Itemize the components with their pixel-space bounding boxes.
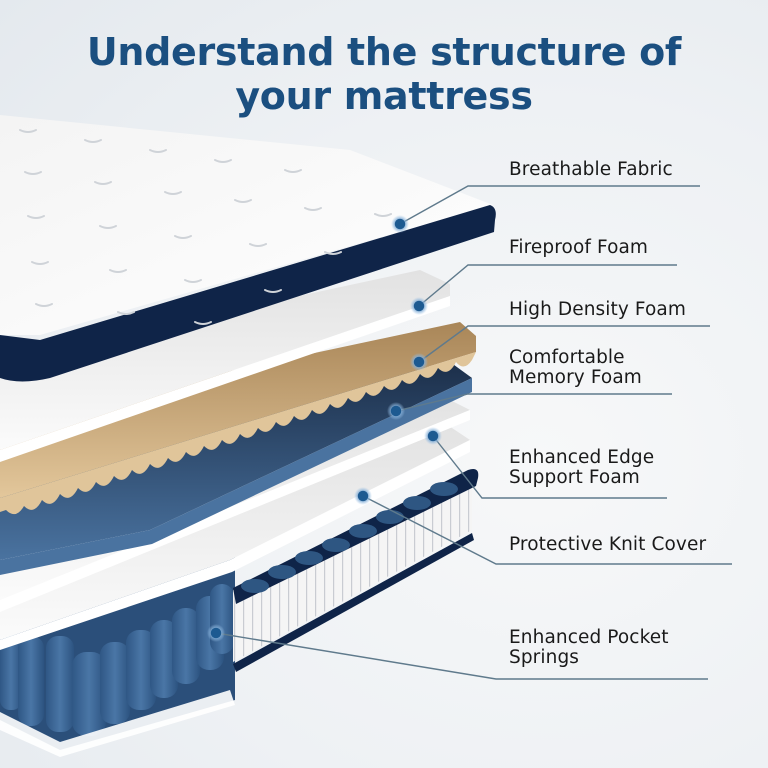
breathable-fabric-top-layer	[0, 115, 496, 382]
marker-dot-memory-foam	[387, 402, 405, 420]
leader-lines	[215, 185, 732, 680]
label-enhanced-pocket-springs: Enhanced Pocket Springs	[509, 628, 669, 668]
marker-dot-pocket-springs	[207, 624, 225, 642]
title-line-1: Understand the structure of	[86, 30, 682, 74]
marker-dot-knit-cover	[354, 487, 372, 505]
label-protective-knit-cover: Protective Knit Cover	[509, 535, 706, 555]
high-density-foam-layer	[0, 322, 476, 515]
label-line: Breathable Fabric	[509, 159, 673, 180]
label-line: Support Foam	[509, 467, 640, 488]
label-line: Fireproof Foam	[509, 237, 649, 258]
label-line: Memory Foam	[509, 367, 642, 388]
label-line: Protective Knit Cover	[509, 534, 707, 555]
label-line: High Density Foam	[509, 299, 686, 320]
marker-dot-fireproof-foam	[410, 297, 428, 315]
label-comfortable-memory-foam: Comfortable Memory Foam	[509, 348, 642, 388]
memory-foam-layer	[0, 362, 472, 575]
label-line: Enhanced Pocket	[509, 627, 669, 648]
page-title: Understand the structure of your mattres…	[0, 30, 768, 118]
label-fireproof-foam: Fireproof Foam	[509, 238, 648, 258]
marker-dots	[207, 215, 442, 642]
label-line: Enhanced Edge	[509, 447, 655, 468]
title-line-2: your mattress	[235, 74, 533, 118]
label-breathable-fabric: Breathable Fabric	[509, 160, 673, 180]
label-line: Comfortable	[509, 347, 625, 368]
marker-dot-high-density-foam	[410, 353, 428, 371]
label-high-density-foam: High Density Foam	[509, 300, 686, 320]
fireproof-foam-layer	[0, 270, 450, 462]
marker-dot-breathable-fabric	[391, 215, 409, 233]
label-enhanced-edge-support-foam: Enhanced Edge Support Foam	[509, 448, 654, 488]
marker-dot-edge-support-foam	[424, 427, 442, 445]
label-line: Springs	[509, 647, 580, 668]
edge-support-foam-layer	[0, 420, 470, 650]
